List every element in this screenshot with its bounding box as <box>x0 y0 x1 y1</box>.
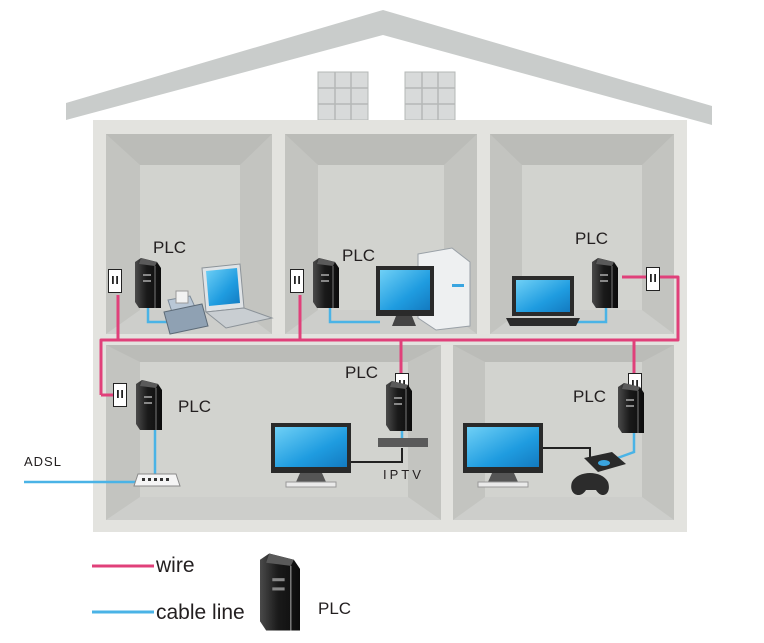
plc-label: PLC <box>153 238 186 257</box>
plc-label: PLC <box>342 246 375 265</box>
tv-icon <box>271 423 351 488</box>
legend-cable-label: cable line <box>156 601 245 624</box>
plc-adapter-icon <box>386 380 412 432</box>
tv-icon <box>463 423 543 488</box>
plc-adapter-icon <box>135 258 161 308</box>
power-outlet-icon <box>108 268 122 294</box>
power-outlet-icon <box>113 382 127 408</box>
plc-label: PLC <box>345 363 378 382</box>
legend-plc-icon <box>260 553 300 631</box>
game-console-icon <box>571 452 626 496</box>
printer-icon <box>163 290 209 335</box>
plc-adapter-icon <box>313 258 339 308</box>
legend-wire-label: wire <box>155 554 195 577</box>
roof-vent-right <box>404 71 456 121</box>
adsl-modem-icon <box>133 473 181 487</box>
power-outlet-icon <box>290 268 304 294</box>
plc-adapter-icon <box>592 258 618 308</box>
adsl-label: ADSL <box>24 454 62 469</box>
legend-plc-label: PLC <box>318 599 351 618</box>
power-outlet-icon <box>646 266 660 292</box>
room-lower-left <box>106 345 441 520</box>
plc-adapter-icon <box>136 379 162 431</box>
roof-vent-left <box>317 71 369 121</box>
plc-label: PLC <box>575 229 608 248</box>
iptv-label: IPTV <box>383 467 424 482</box>
roof <box>66 10 712 125</box>
iptv-set-top-box-icon <box>378 438 428 447</box>
desktop-computer-icon <box>376 247 471 331</box>
legend: wire cable line PLC <box>92 553 351 631</box>
plc-label: PLC <box>178 397 211 416</box>
laptop-icon <box>506 276 580 326</box>
plc-adapter-icon <box>618 382 644 434</box>
power-wiring <box>99 275 680 397</box>
plc-label: PLC <box>573 387 606 406</box>
laptop-icon <box>201 263 274 329</box>
